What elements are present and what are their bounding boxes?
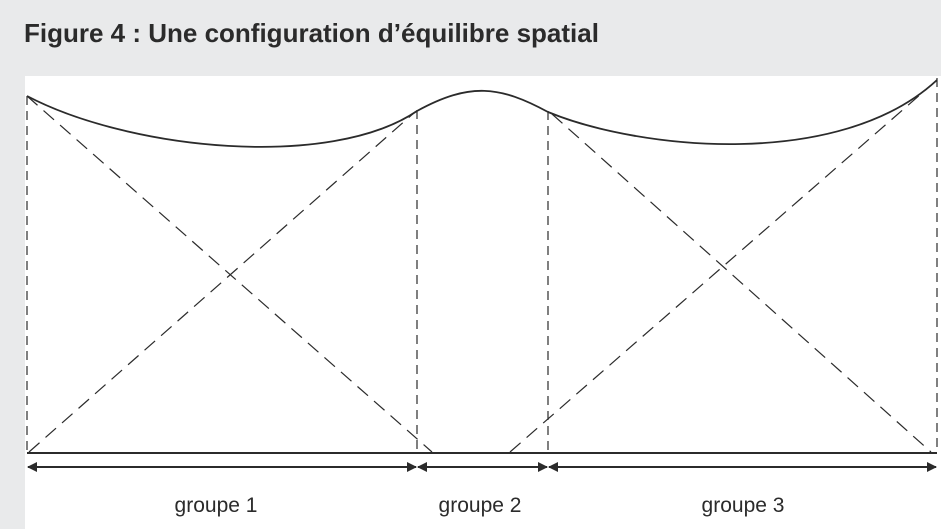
- upper-curve: [26, 79, 938, 148]
- diagonal-group3-up: [509, 79, 938, 453]
- figure-title: Figure 4 : Une configuration d’équilibre…: [24, 18, 599, 48]
- group-2-label: groupe 2: [438, 494, 522, 517]
- diagonal-group1-up: [28, 111, 416, 453]
- diagonal-group1-down: [26, 95, 433, 453]
- diagonal-group3-down: [551, 113, 932, 453]
- group-1-label: groupe 1: [174, 494, 258, 517]
- group-3-label: groupe 3: [701, 494, 785, 517]
